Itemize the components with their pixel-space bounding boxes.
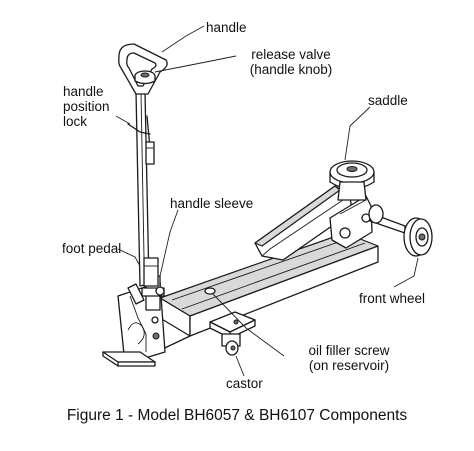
label-handle-position-lock: handle position lock bbox=[63, 84, 110, 129]
label-handle-position-lock-line1: handle bbox=[63, 84, 104, 99]
label-saddle: saddle bbox=[368, 93, 408, 108]
label-foot-pedal: foot pedal bbox=[62, 241, 122, 256]
label-oil-filler-screw-line2: (on reservoir) bbox=[308, 358, 390, 373]
label-release-valve-line1: release valve bbox=[251, 47, 331, 62]
label-castor: castor bbox=[226, 376, 263, 391]
leader-lines bbox=[115, 25, 419, 377]
saddle bbox=[329, 160, 375, 201]
label-front-wheel: front wheel bbox=[359, 291, 426, 306]
label-handle-sleeve: handle sleeve bbox=[170, 196, 254, 211]
label-oil-filler-screw-line1: oil filler screw bbox=[308, 343, 390, 358]
release-valve-knob bbox=[134, 70, 156, 85]
label-handle: handle bbox=[206, 20, 247, 35]
label-handle-position-lock-line3: lock bbox=[63, 114, 88, 129]
label-release-valve-line2: (handle knob) bbox=[249, 62, 333, 77]
handle bbox=[118, 43, 168, 287]
castor bbox=[209, 311, 256, 356]
pump-body bbox=[117, 275, 166, 365]
oil-filler-screw bbox=[204, 287, 216, 295]
label-oil-filler-screw: oil filler screw (on reservoir) bbox=[290, 343, 408, 373]
label-handle-position-lock-line2: position bbox=[63, 99, 110, 114]
figure-caption: Figure 1 - Model BH6057 & BH6107 Compone… bbox=[66, 407, 408, 424]
foot-pedal bbox=[102, 283, 156, 367]
label-release-valve: release valve (handle knob) bbox=[239, 47, 343, 77]
front-wheels bbox=[368, 204, 433, 257]
